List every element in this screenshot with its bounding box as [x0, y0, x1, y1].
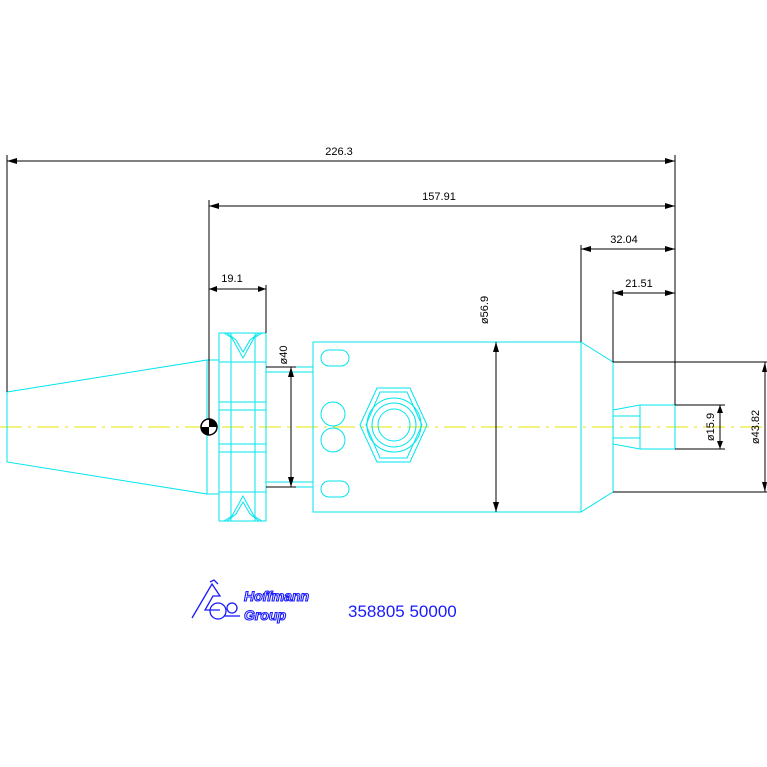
dim-nose-length: 21.51 — [625, 278, 653, 290]
dim-gauge-to-end: 157.91 — [422, 191, 456, 203]
dim-shank-dia: ø43.82 — [750, 410, 762, 444]
hoffmann-group-logo: Hoffmann Group — [191, 579, 310, 624]
dim-flange-width: 19.1 — [221, 273, 242, 285]
dimensions: 226.3 157.91 19.1 32.04 21.51 ø40 ø56.9 — [6, 146, 767, 512]
dim-32-04: 32.04 — [610, 234, 638, 246]
dim-body-dia: ø56.9 — [479, 296, 491, 324]
logo-mark — [191, 579, 240, 620]
part-number: 358805 50000 — [348, 602, 457, 621]
dim-overall-length: 226.3 — [325, 146, 353, 158]
logo-line2: Group — [244, 607, 286, 623]
dim-flange-dia: ø40 — [278, 346, 290, 365]
hex-nut — [359, 387, 428, 463]
gauge-point-marker — [200, 418, 218, 436]
dim-nose-dia: ø15.9 — [705, 413, 717, 441]
logo-line1: Hoffmann — [244, 588, 309, 604]
